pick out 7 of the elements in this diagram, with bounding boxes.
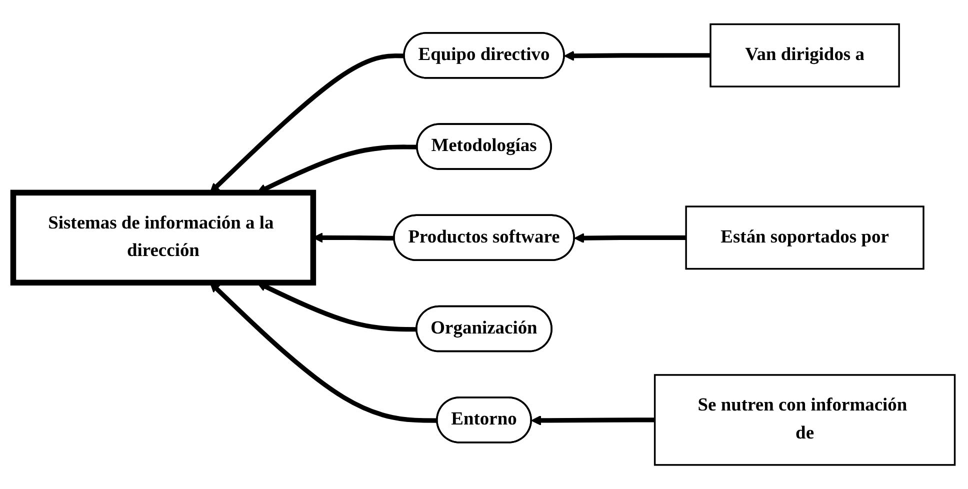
node-box: Se nutren con información de	[654, 374, 956, 466]
arrow	[574, 232, 686, 244]
arrow	[531, 415, 655, 426]
node-box: Sistemas de información a la dirección	[10, 190, 316, 286]
node-box: Van dirigidos a	[710, 23, 900, 88]
arrow	[564, 50, 710, 61]
node-box: Están soportados por	[685, 206, 924, 270]
